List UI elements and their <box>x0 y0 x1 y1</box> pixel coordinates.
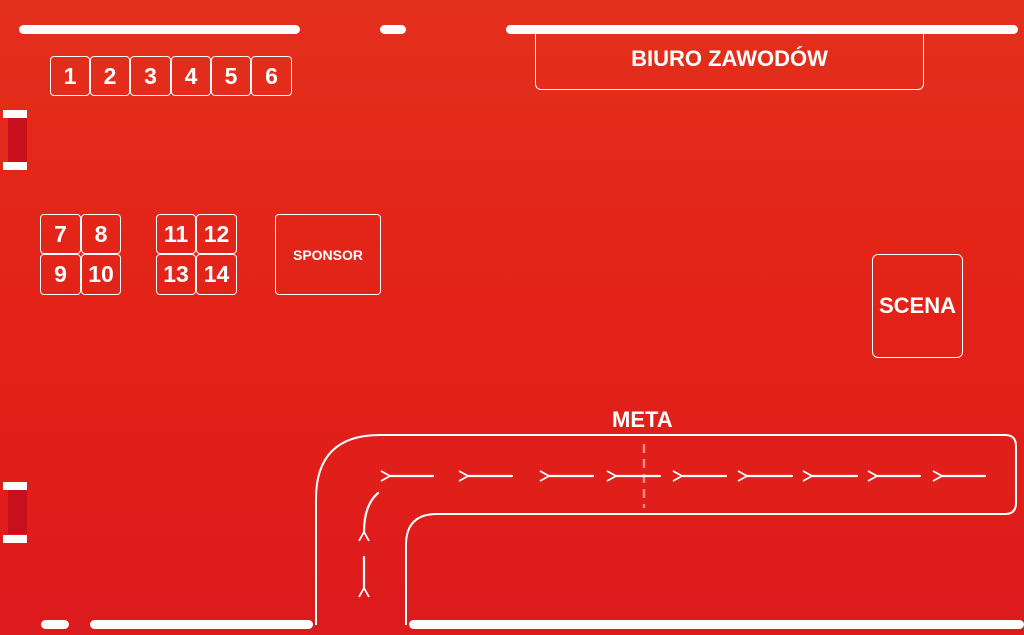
entrance-band-top <box>8 118 27 162</box>
stall-4: 4 <box>171 56 211 96</box>
running-track <box>315 434 1017 625</box>
stall-3: 3 <box>130 56 171 96</box>
barrier-top-center <box>380 25 406 34</box>
stall-10: 10 <box>81 254 121 295</box>
stall-8: 8 <box>81 214 121 254</box>
stall-12: 12 <box>196 214 237 254</box>
entrance-mark-top-a <box>3 110 27 118</box>
barrier-top-left <box>19 25 300 34</box>
stall-9: 9 <box>40 254 81 295</box>
barrier-bottom-left <box>90 620 313 629</box>
stall-1: 1 <box>50 56 90 96</box>
stall-2: 2 <box>90 56 130 96</box>
entrance-mark-bottom-a <box>3 482 27 490</box>
barrier-bottom-right <box>409 620 1024 629</box>
stall-14: 14 <box>196 254 237 295</box>
stage: SCENA <box>872 254 963 358</box>
stall-5: 5 <box>211 56 251 96</box>
barrier-top-right <box>506 25 1018 34</box>
arrow-curve-down-icon <box>358 491 380 542</box>
finish-label: META <box>612 407 673 432</box>
entrance-mark-top-b <box>3 162 27 170</box>
stall-7: 7 <box>40 214 81 254</box>
stall-11: 11 <box>156 214 196 254</box>
stall-13: 13 <box>156 254 196 295</box>
race-office: BIURO ZAWODÓW <box>535 29 924 90</box>
barrier-bottom-left-short <box>41 620 69 629</box>
stall-6: 6 <box>251 56 292 96</box>
entrance-mark-bottom-b <box>3 535 27 543</box>
entrance-band-bottom <box>8 490 27 534</box>
sponsor-area: SPONSOR <box>275 214 381 295</box>
